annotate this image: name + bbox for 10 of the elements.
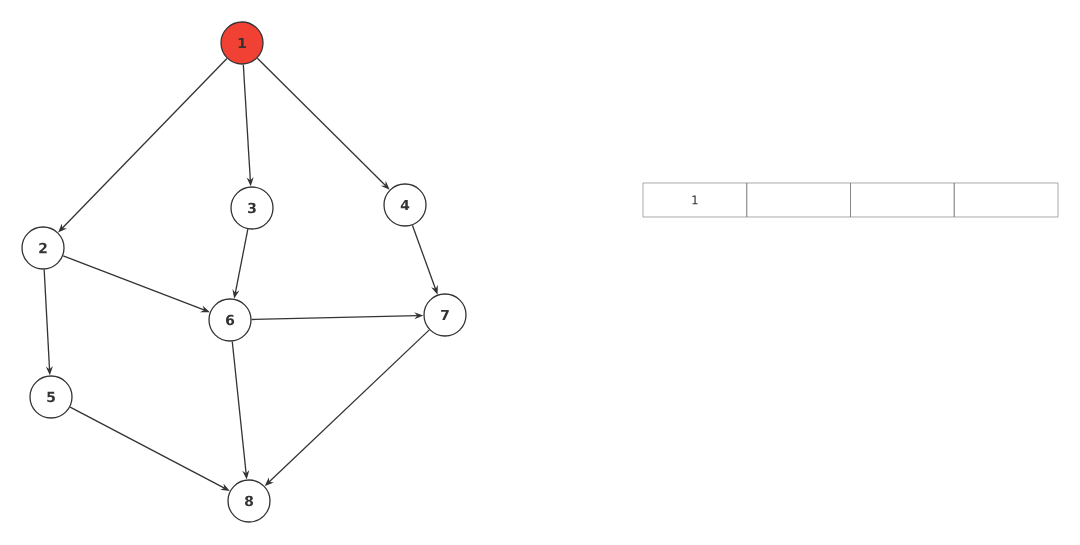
graph-vertex: 3 [230, 186, 274, 230]
graph-vertex: 2 [21, 226, 65, 270]
graph-vertex: 8 [227, 479, 271, 523]
graph-vertex: 1 [220, 21, 264, 65]
graph-vertex: 5 [29, 375, 73, 419]
table-cell: 1 [642, 182, 748, 218]
graph-vertex: 4 [383, 183, 427, 227]
graph-vertex: 6 [208, 298, 252, 342]
arrow [256, 57, 390, 190]
graph-vertex: 7 [423, 293, 467, 337]
